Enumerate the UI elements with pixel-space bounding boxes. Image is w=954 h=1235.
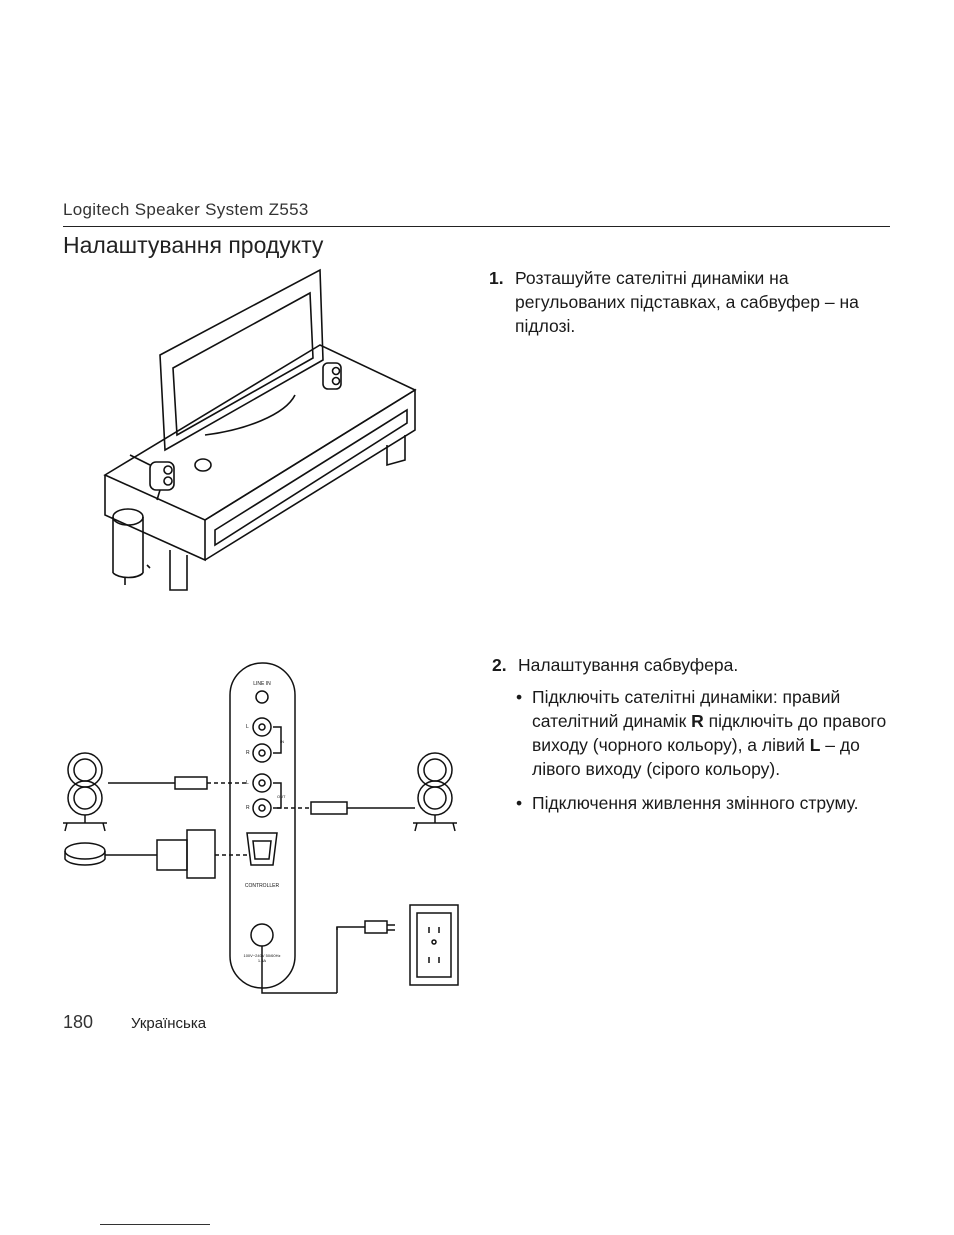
subwoofer-icon [112,508,151,585]
controller-panel [229,662,296,989]
controller-port-icon [246,832,278,866]
svg-text:R: R [246,750,250,756]
page-number: 180 [63,1012,94,1032]
bullet-connect-power: •Підключення живлення змінного струму. [516,793,859,813]
bullet-connect-satellites: •Підключіть сателітні динаміки: правий с… [516,687,887,779]
svg-text:OUT: OUT [277,794,286,799]
wiring-diagram: LINE IN L R L R IN OUT CONTROLLER 100V~2… [63,662,459,994]
header-brand: Logitech Speaker System Z553 [63,200,309,219]
step-1-text: Розташуйте сателітні динаміки на регульо… [515,268,859,336]
header-divider [63,226,890,227]
step-2: 2. Налаштування сабвуфера. •Підключіть с… [492,653,892,825]
bullet-dot-icon: • [516,687,523,707]
step-2-text: Налаштування сабвуфера. [518,655,739,675]
step-1-number: 1. [489,268,504,288]
bullet-dot-icon: • [516,793,523,813]
left-satellite-speaker-icon [63,752,107,832]
svg-text:L: L [246,780,249,786]
wall-outlet-icon [409,904,459,986]
svg-text:R: R [246,805,250,811]
svg-text:IN: IN [280,739,284,744]
svg-text:L: L [246,724,249,730]
line-in-jack-icon [255,690,269,704]
footer-language: Українська [131,1015,207,1032]
power-jack-icon [250,923,274,947]
left-speaker-icon [129,454,175,501]
svg-text:CONTROLLER: CONTROLLER [245,883,280,889]
control-pod-icon [64,842,106,866]
footer-divider [100,1224,210,1225]
line-in-label: LINE IN [253,681,271,687]
step-1: 1. Розташуйте сателітні динаміки на регу… [489,266,889,338]
step-2-bullets: •Підключіть сателітні динаміки: правий с… [516,685,892,815]
control-pod-icon [194,458,212,472]
step-2-number: 2. [492,655,507,675]
page-title: Налаштування продукту [63,232,324,258]
right-satellite-speaker-icon [413,752,457,832]
right-speaker-icon [322,362,342,390]
setup-illustration [103,268,417,591]
